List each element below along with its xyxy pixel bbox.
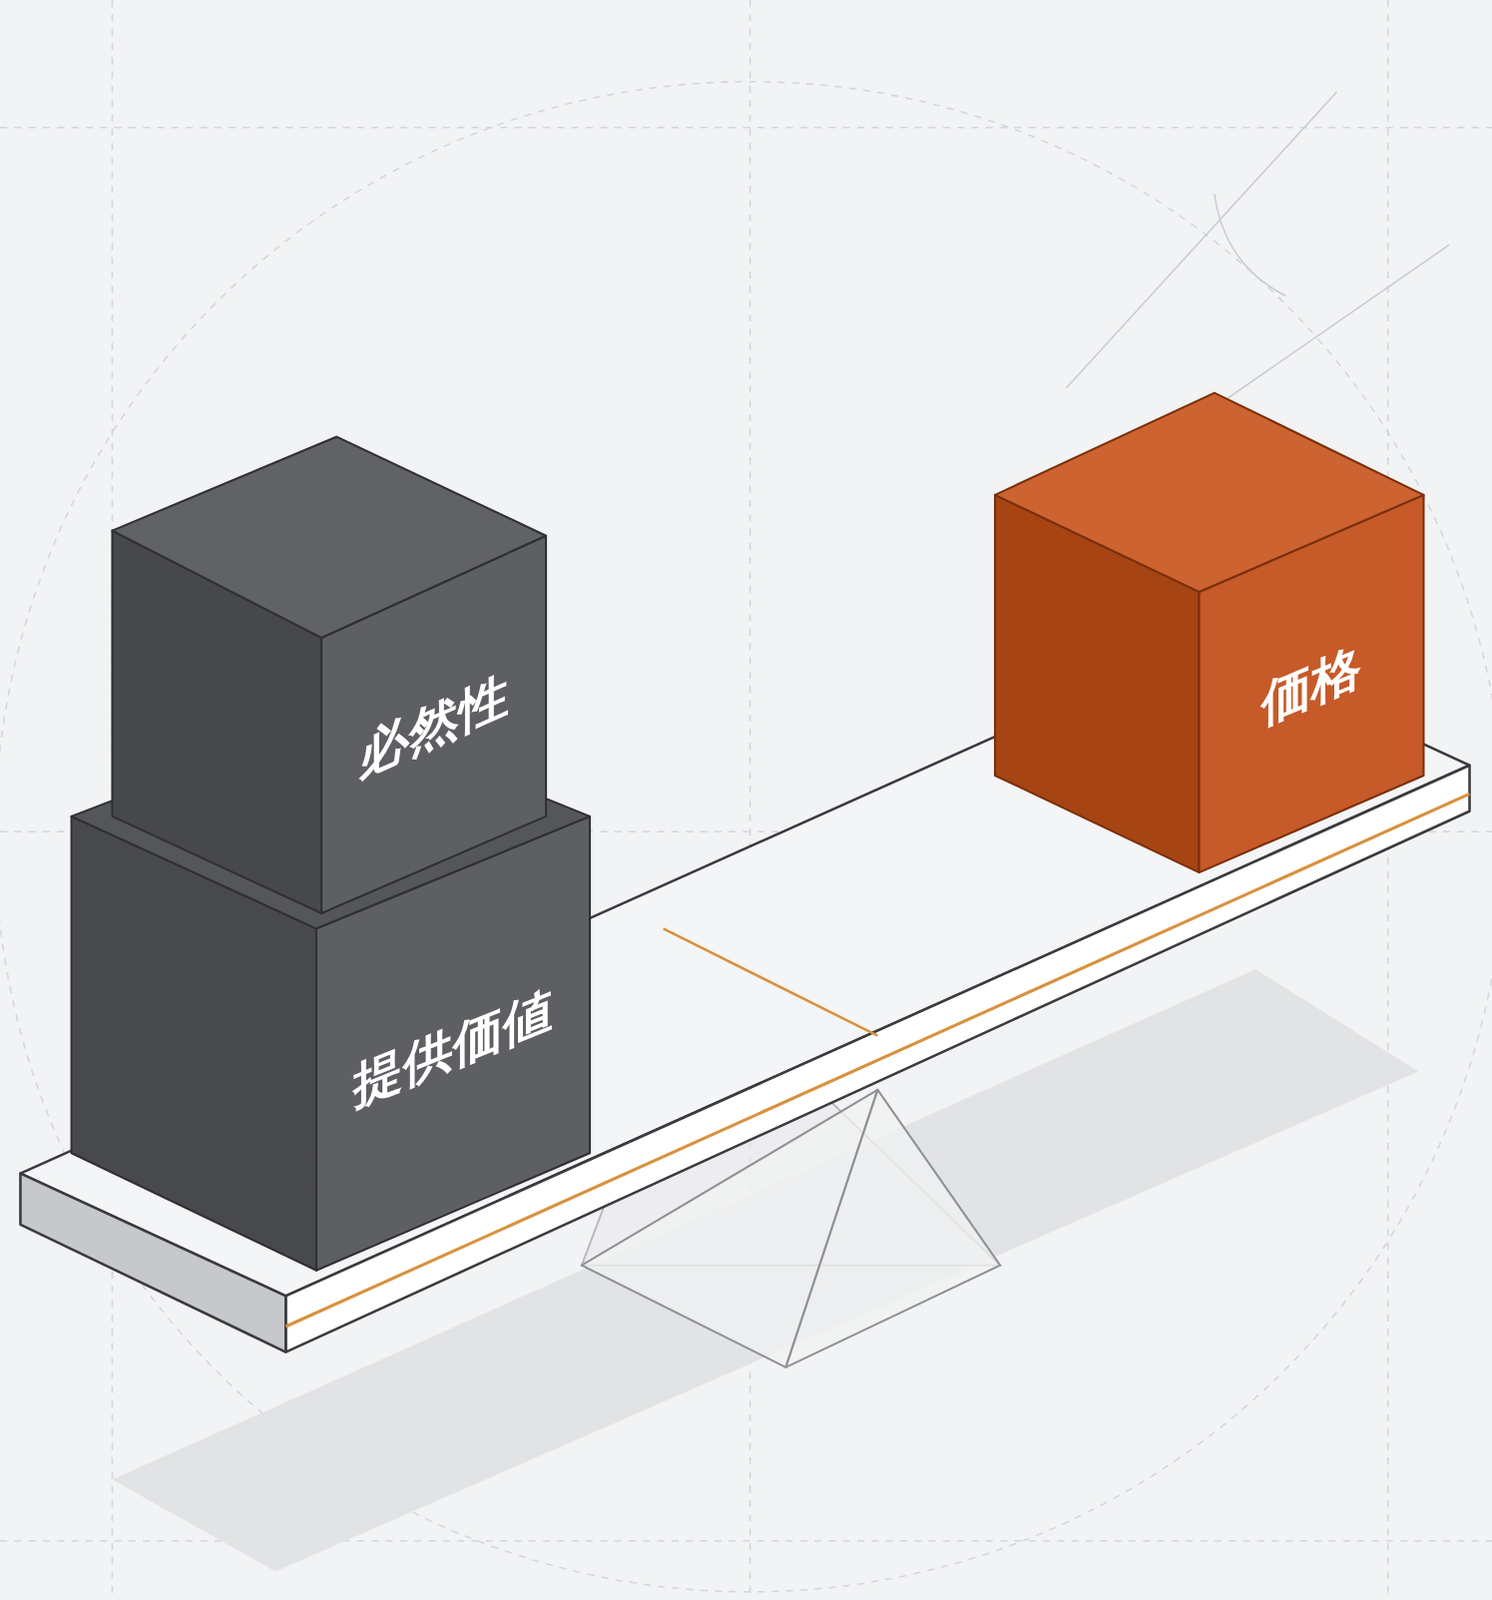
- fulcrum-front: [581, 1089, 1000, 1368]
- center-mark: [663, 928, 879, 1035]
- cube-price: [994, 393, 1424, 873]
- construction-lines: [1066, 91, 1450, 429]
- cube-necessity: [111, 437, 546, 914]
